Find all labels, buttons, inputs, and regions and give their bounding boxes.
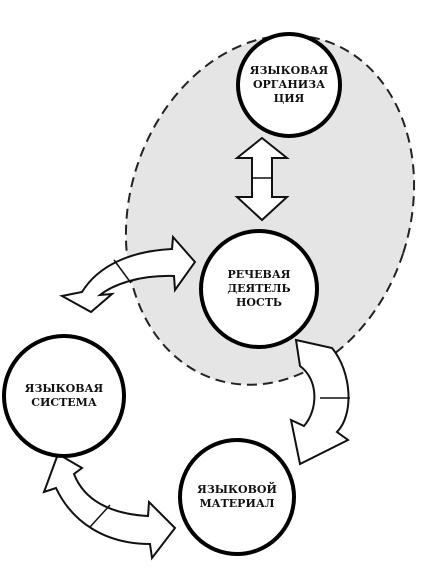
curved-arrow-activity-system [59, 234, 197, 314]
curved-arrow-system-material [42, 452, 177, 561]
node-circle-organization [236, 32, 342, 138]
double-arrow-organization-activity [234, 136, 290, 222]
node-circle-activity [199, 229, 319, 349]
node-circle-system [2, 334, 126, 458]
arrow-segment-line [89, 504, 111, 528]
arrow-segment-line [113, 259, 132, 284]
curved-arrow-activity-material [289, 338, 350, 466]
node-circle-material [178, 438, 296, 556]
